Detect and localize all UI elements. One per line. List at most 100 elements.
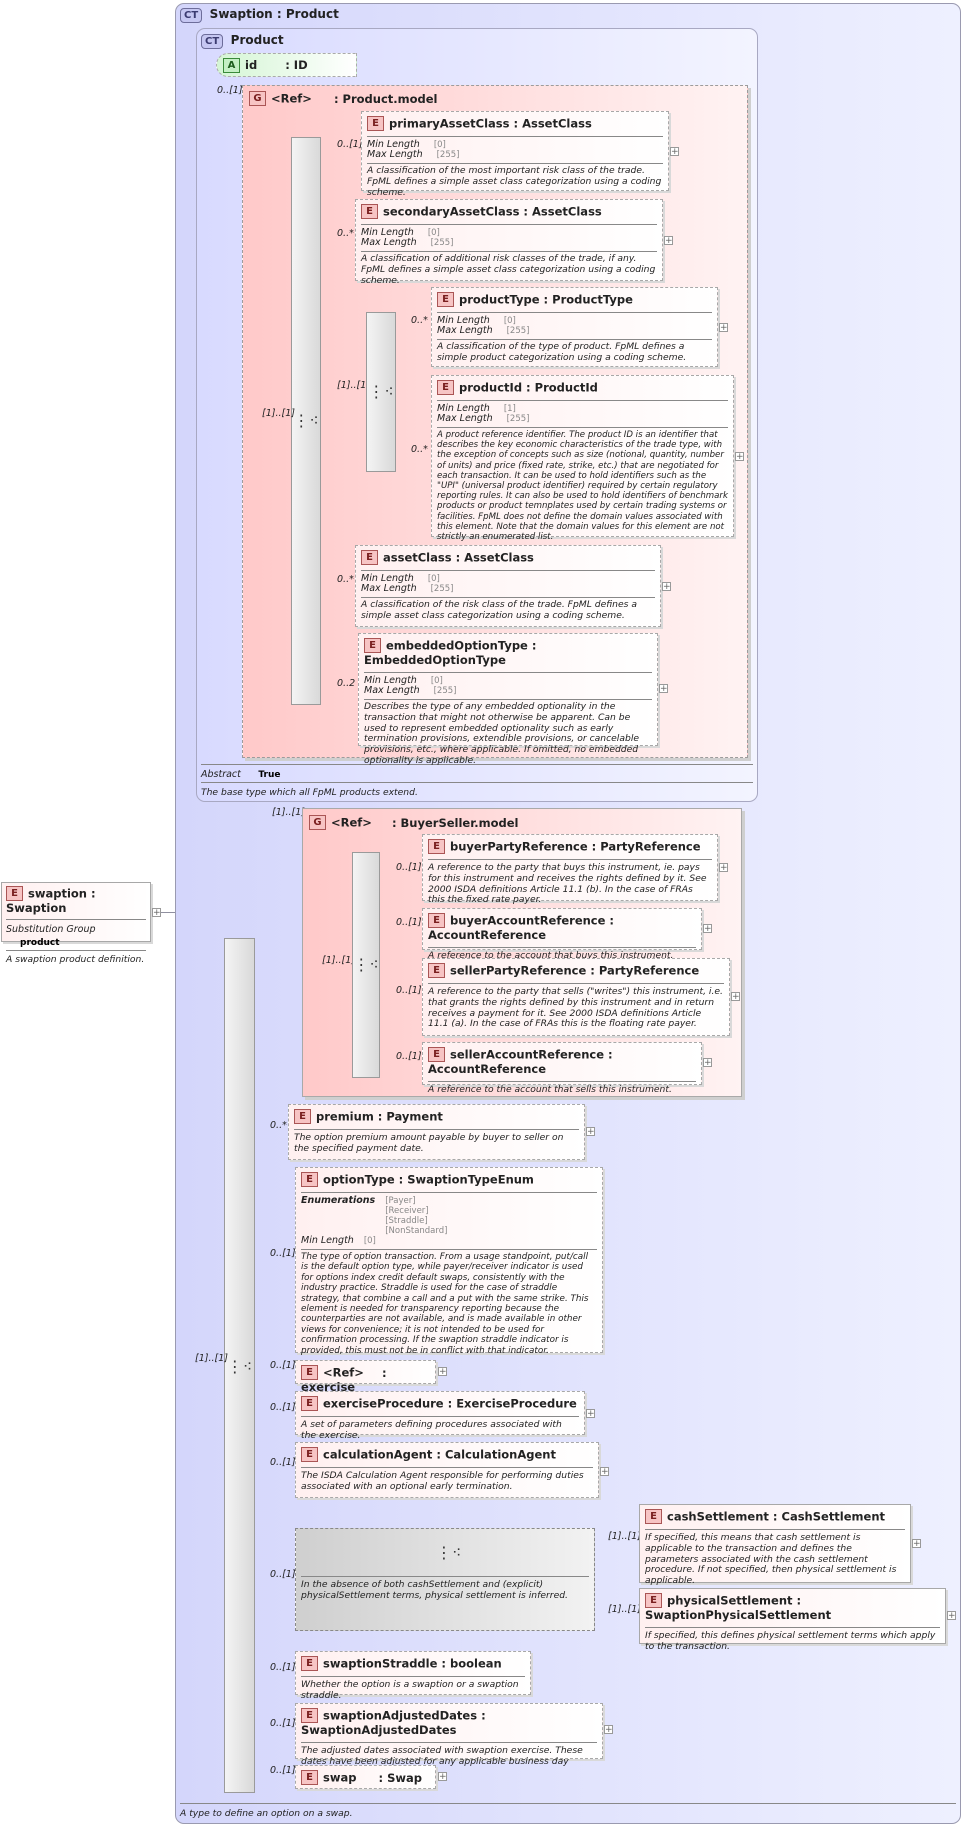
expand-toggle[interactable]: +	[659, 684, 668, 694]
expand-toggle[interactable]: +	[735, 452, 744, 462]
group-tag: G	[249, 91, 266, 106]
expand-toggle[interactable]: +	[912, 1539, 921, 1549]
substitution-group-label: Substitution Group	[6, 924, 96, 935]
min-length-label: Min Length	[301, 1235, 354, 1246]
element-name: swaptionAdjustedDates : SwaptionAdjusted…	[301, 1708, 486, 1738]
expand-toggle[interactable]: +	[438, 1367, 447, 1377]
element-tag: E	[301, 1172, 318, 1187]
element-description: A swaption product definition.	[6, 954, 145, 965]
min-length-label: Min Length	[361, 573, 414, 584]
element-name: premium : Payment	[316, 1109, 443, 1124]
element-tag: E	[301, 1365, 318, 1380]
element-name: optionType : SwaptionTypeEnum	[323, 1172, 534, 1187]
element-tag: E	[301, 1770, 318, 1785]
max-length-value: [255]	[506, 414, 530, 424]
enum-value: [Receiver]	[385, 1206, 429, 1216]
group-tag: G	[309, 815, 326, 830]
expand-toggle[interactable]: +	[719, 863, 728, 873]
element-tag: E	[364, 638, 381, 653]
element-name: productId : ProductId	[459, 380, 598, 395]
element-name: : exercise	[301, 1365, 387, 1395]
expand-toggle[interactable]: +	[600, 1467, 609, 1477]
cardinality-label: 0..[1]	[270, 1569, 296, 1580]
element-name: buyerPartyReference : PartyReference	[450, 839, 701, 854]
expand-toggle[interactable]: +	[703, 1058, 712, 1068]
element-description: A classification of the most important r…	[367, 165, 662, 198]
element-tag: E	[437, 380, 454, 395]
element-name: swaption : Swaption	[6, 886, 96, 916]
expand-toggle[interactable]: +	[152, 908, 161, 918]
element-name: calculationAgent : CalculationAgent	[323, 1447, 556, 1462]
element-name: productType : ProductType	[459, 292, 633, 307]
max-length-label: Max Length	[361, 237, 417, 248]
max-length-value: [255]	[433, 686, 457, 696]
min-length-label: Min Length	[364, 675, 417, 686]
exercise-ref-element[interactable]: E<Ref>: exercise	[295, 1360, 436, 1394]
complex-type-badge: CT	[201, 34, 224, 49]
cardinality-label: 0..[1]	[396, 917, 422, 928]
sequence-compositor: ⋮⁖	[352, 852, 380, 1078]
cardinality-label: 0..*	[337, 574, 354, 585]
expand-toggle[interactable]: +	[719, 323, 728, 333]
complex-type-title: Product	[230, 33, 284, 47]
cardinality-label: 0..2	[337, 678, 356, 689]
element-description: The ISDA Calculation Agent responsible f…	[301, 1470, 584, 1492]
expand-toggle[interactable]: +	[731, 992, 740, 1002]
attribute-tag: A	[223, 58, 240, 73]
cardinality-label: 0..[1]	[270, 1765, 296, 1776]
expand-toggle[interactable]: +	[670, 147, 679, 157]
expand-toggle[interactable]: +	[438, 1772, 447, 1782]
expand-toggle[interactable]: +	[947, 1611, 956, 1621]
cardinality-label: [1]..[1]	[608, 1604, 641, 1615]
cardinality-label: [1]..[1]	[272, 807, 305, 818]
cardinality-label: 0..[1]	[337, 139, 363, 150]
expand-toggle[interactable]: +	[586, 1409, 595, 1419]
max-length-value: [255]	[506, 326, 530, 336]
element-tag: E	[6, 886, 23, 901]
expand-toggle[interactable]: +	[664, 236, 673, 246]
sequence-compositor: ⋮⁖	[291, 137, 321, 705]
element-tag: E	[301, 1447, 318, 1462]
enum-value: [Payer]	[385, 1196, 416, 1206]
element-description: A reference to the account that buys thi…	[428, 950, 674, 961]
max-length-label: Max Length	[364, 685, 420, 696]
sequence-icon: ⋮⁖	[353, 955, 379, 974]
min-length-label: Min Length	[437, 403, 490, 414]
abstract-value: True	[258, 770, 281, 781]
expand-toggle[interactable]: +	[604, 1725, 613, 1735]
expand-toggle[interactable]: +	[703, 924, 712, 934]
attribute-name: id	[245, 58, 258, 72]
element-tag: E	[301, 1396, 318, 1411]
group-ref: <Ref>	[271, 91, 312, 106]
cardinality-label: 0..[1]	[396, 985, 422, 996]
element-description: Describes the type of any embedded optio…	[364, 701, 640, 766]
element-description: If specified, this means that cash settl…	[645, 1532, 897, 1587]
element-description: The type of option transaction. From a u…	[301, 1252, 589, 1356]
element-tag: E	[428, 839, 445, 854]
element-name: secondaryAssetClass : AssetClass	[383, 204, 602, 219]
expand-toggle[interactable]: +	[662, 582, 671, 592]
complex-type-description: The base type which all FpML products ex…	[201, 787, 418, 799]
expand-toggle[interactable]: +	[586, 1127, 595, 1137]
